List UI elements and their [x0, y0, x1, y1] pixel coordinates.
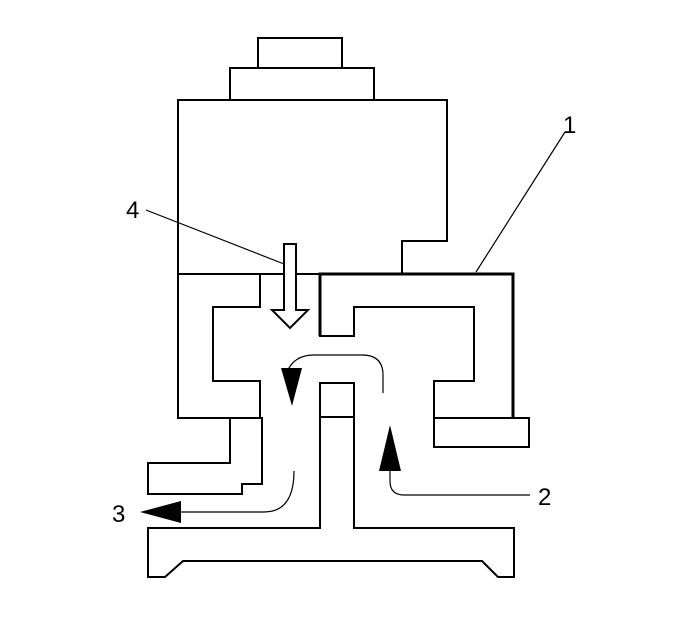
callout-1: 1 [563, 112, 576, 139]
outlet-arrowhead [140, 501, 181, 523]
callout-4: 4 [126, 197, 139, 224]
outlet-curve [172, 470, 295, 513]
hollow-down-arrow [269, 243, 311, 330]
right-flange [433, 417, 530, 448]
valve-base [147, 382, 515, 578]
actuator-cap [229, 67, 375, 101]
flow-arc [286, 354, 384, 393]
leader-line-1 [475, 131, 566, 273]
actuator-cap-top [257, 37, 343, 69]
inlet-line [389, 470, 530, 496]
flow-arrowhead-down [281, 368, 302, 406]
left-valve-body [147, 273, 263, 495]
right-housing-heavy-edge [318, 272, 515, 418]
callout-3: 3 [112, 501, 125, 528]
callout-2: 2 [538, 484, 551, 511]
inlet-arrowhead-up [379, 425, 401, 471]
actuator-body [177, 99, 448, 275]
leader-line-4 [145, 209, 285, 265]
